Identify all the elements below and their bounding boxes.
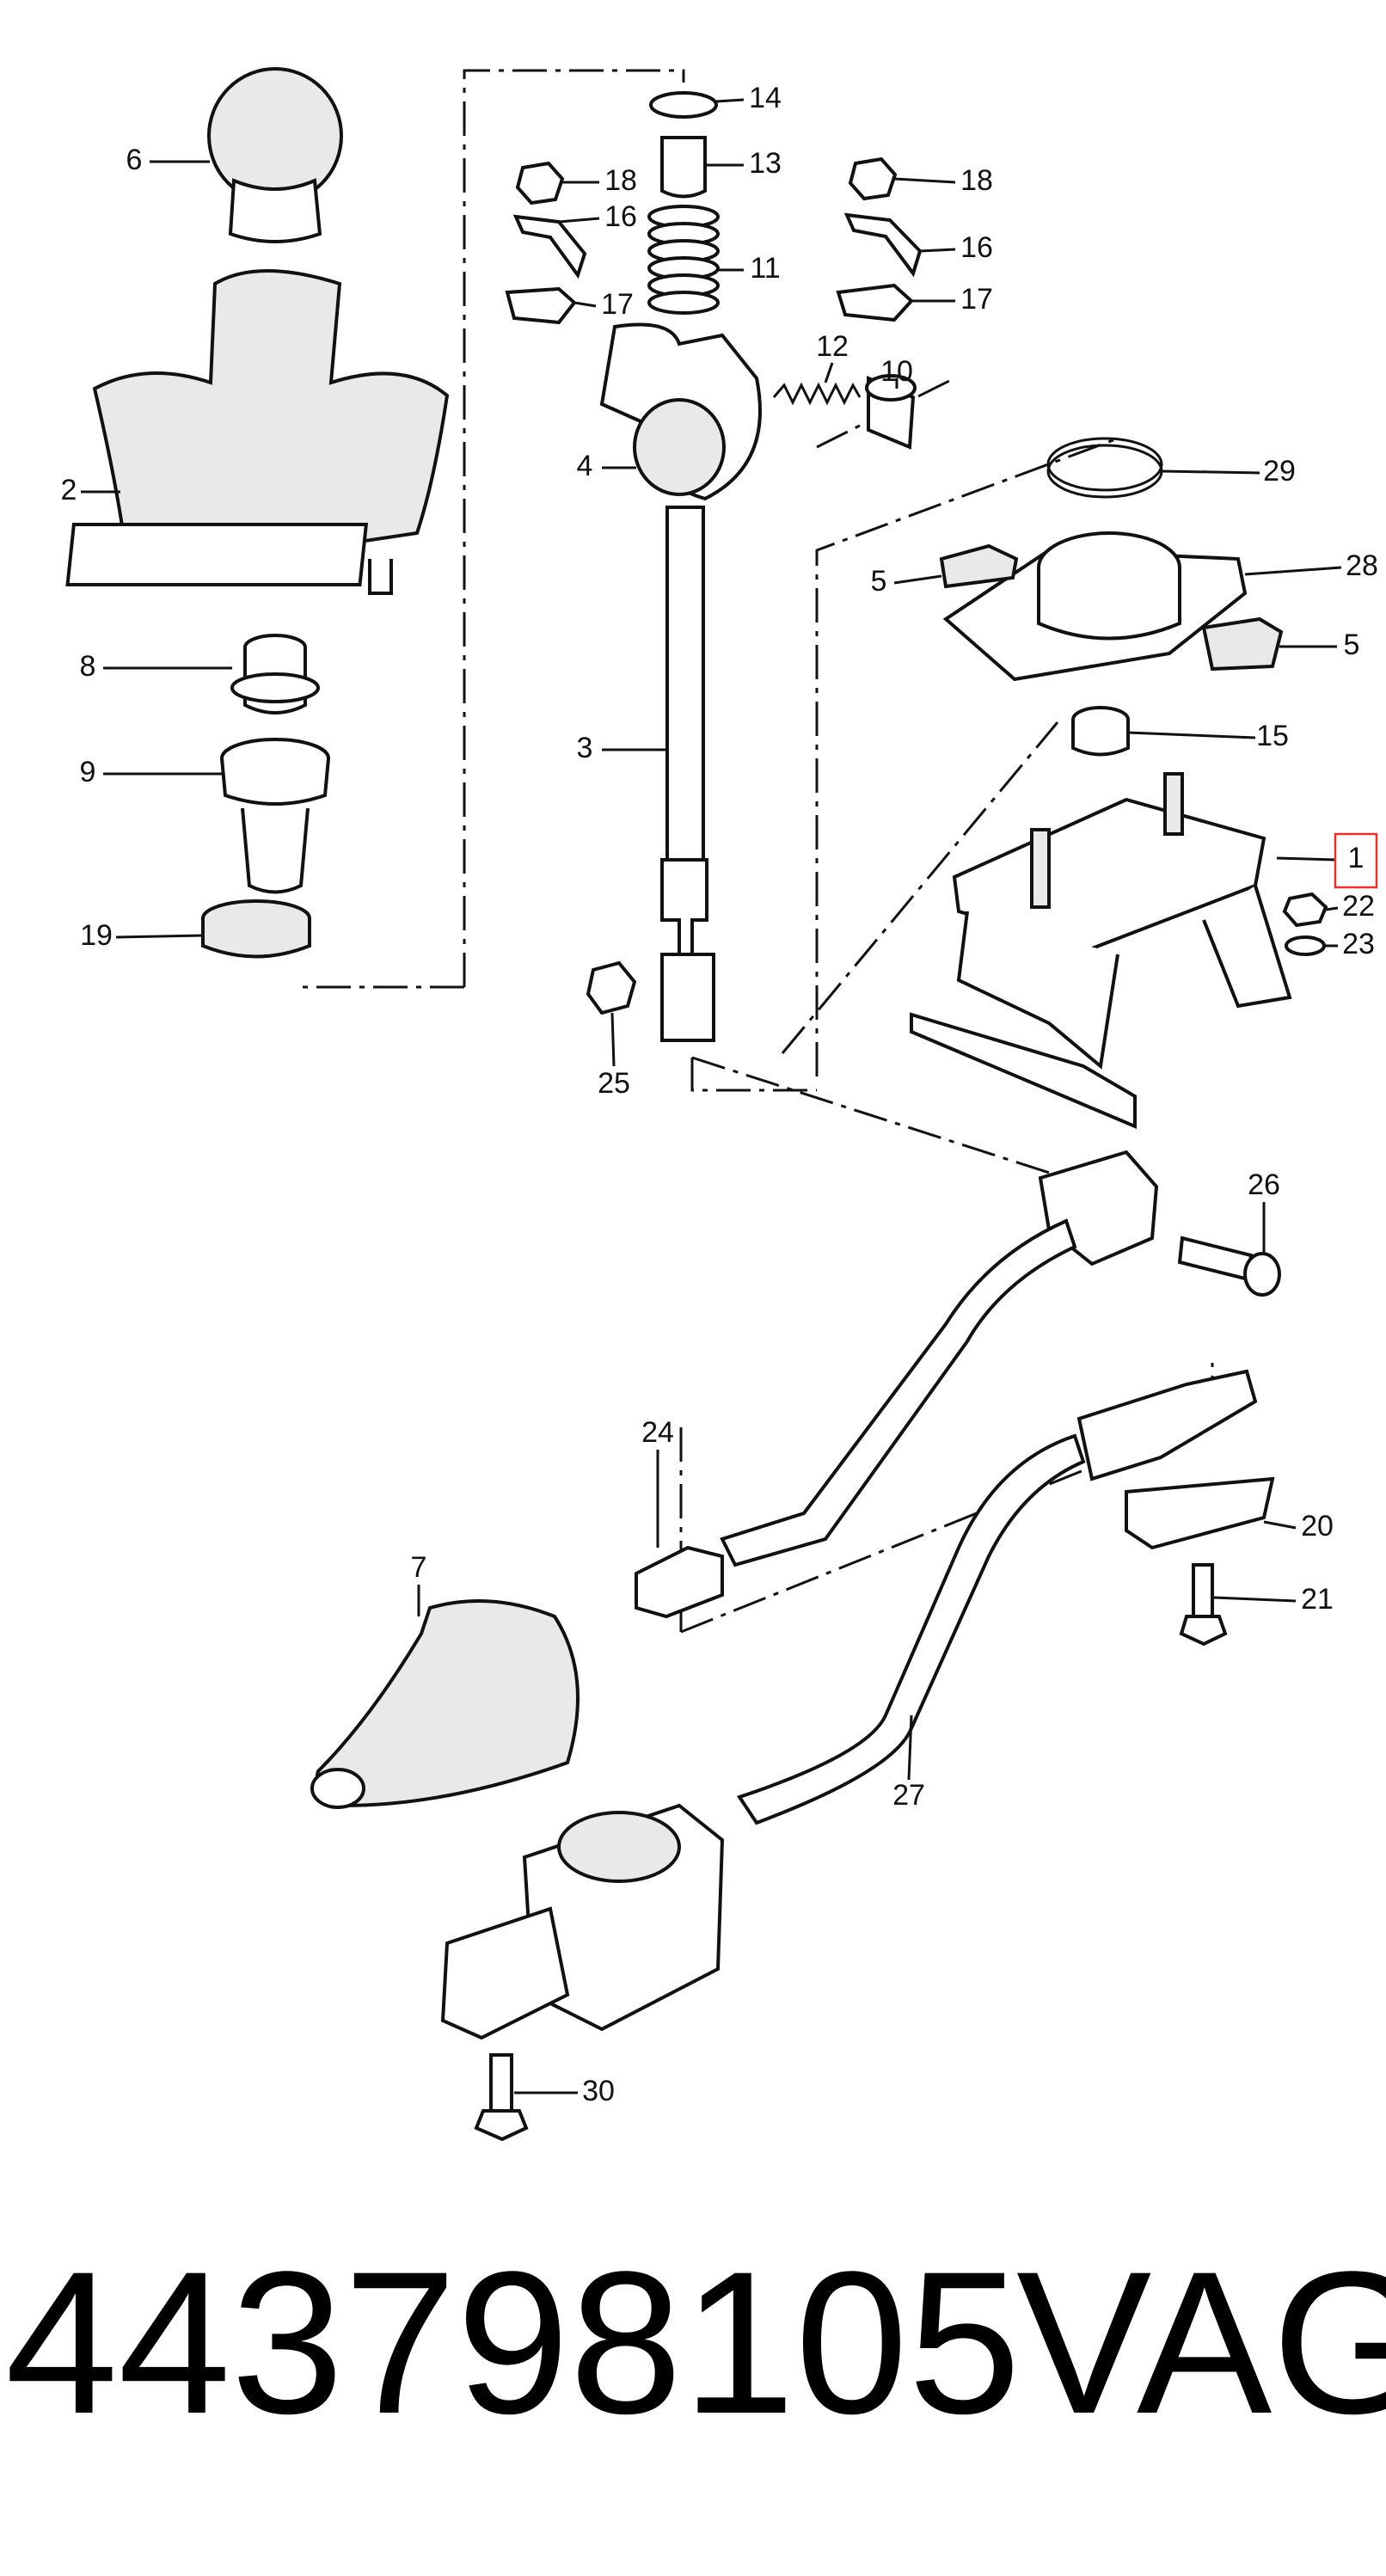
part-bushing-8	[230, 634, 320, 715]
leader-lines	[81, 98, 1342, 2095]
part-shift-boot	[65, 269, 450, 595]
part-bolt-30	[474, 2053, 529, 2142]
part-bushing-9	[220, 738, 330, 894]
callout-highlight	[1334, 832, 1378, 889]
callout-c18b: 18	[960, 164, 993, 197]
part-bolt-26	[1177, 1236, 1281, 1297]
callout-c23: 23	[1342, 928, 1375, 960]
part-nut-25	[586, 960, 637, 1015]
callout-c10: 10	[880, 355, 913, 388]
callout-c24: 24	[641, 1416, 674, 1449]
callout-c16a: 16	[604, 200, 637, 233]
part-linkage-housing	[440, 1803, 725, 2040]
callout-c20: 20	[1301, 1510, 1334, 1543]
callout-c6: 6	[126, 144, 143, 176]
part-bracket-20	[1125, 1476, 1275, 1550]
callout-c3: 3	[577, 732, 593, 764]
part-lever-ball	[599, 322, 762, 501]
callout-c25: 25	[598, 1067, 630, 1100]
callout-c1: 1	[1348, 842, 1365, 874]
callout-c8: 8	[80, 650, 96, 683]
callout-c11: 11	[750, 252, 780, 285]
assembly-guide-lines	[297, 69, 1214, 1634]
callout-c27: 27	[892, 1779, 925, 1812]
part-rubber-boot-7	[310, 1599, 580, 1809]
part-pad-5-right	[1201, 616, 1284, 672]
callout-c17a: 17	[601, 288, 634, 321]
part-guide-plate-28	[942, 531, 1248, 682]
part-selector-rod-27	[736, 1369, 1258, 1825]
part-washer-23	[1285, 935, 1326, 956]
callout-c18a: 18	[604, 164, 637, 197]
part-spring-12	[772, 382, 862, 406]
callout-c29: 29	[1263, 455, 1296, 488]
callout-c5a: 5	[871, 565, 887, 598]
callout-c12: 12	[816, 330, 849, 363]
part-retainer-left	[505, 161, 587, 325]
callout-c16b: 16	[960, 231, 993, 264]
part-pad-5-left	[939, 543, 1019, 589]
brand-name: VAG	[1016, 2229, 1386, 2456]
part-nut-22	[1282, 892, 1328, 928]
callout-c17b: 17	[960, 283, 993, 316]
callout-c21: 21	[1301, 1583, 1334, 1616]
callout-c7: 7	[411, 1551, 427, 1584]
callout-c9: 9	[80, 756, 96, 788]
callout-c13: 13	[749, 147, 782, 180]
callout-c26: 26	[1248, 1168, 1280, 1201]
part-gear-knob	[207, 67, 343, 243]
part-number: 443798105	[5, 2229, 1021, 2456]
callout-c2: 2	[61, 474, 77, 506]
callout-c22: 22	[1342, 890, 1375, 923]
callout-c15: 15	[1256, 720, 1289, 752]
callout-c4: 4	[577, 450, 593, 482]
part-spring-stack	[647, 91, 720, 315]
callout-c30: 30	[582, 2075, 615, 2107]
part-bush-15	[1071, 706, 1130, 757]
callout-c19: 19	[80, 919, 113, 952]
callout-c14: 14	[749, 82, 782, 114]
part-selector-rod-24	[635, 1150, 1159, 1619]
callout-c28: 28	[1346, 549, 1378, 582]
part-pad-19	[201, 899, 311, 959]
part-ring-29	[1046, 437, 1163, 499]
part-bolt-21	[1179, 1563, 1228, 1647]
part-pin-10	[865, 374, 917, 450]
part-retainer-right	[836, 156, 923, 322]
part-shift-rod	[660, 506, 715, 1042]
part-shift-housing-1	[910, 772, 1292, 1130]
callout-c5b: 5	[1344, 629, 1360, 661]
